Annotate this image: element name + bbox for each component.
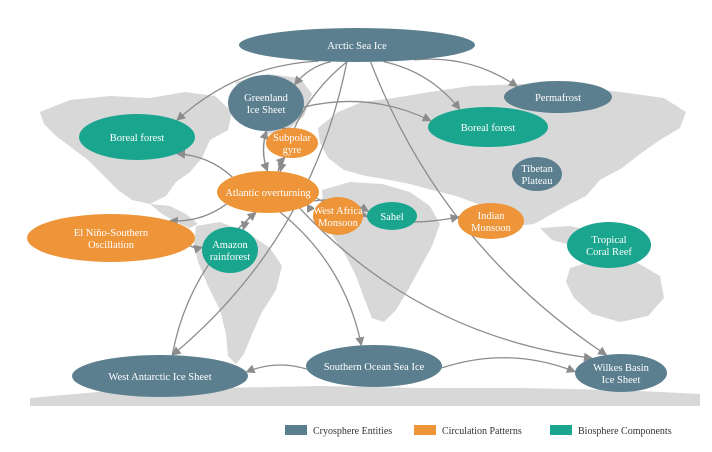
arrow-atlantic-overturning-to-subpolar-gyre — [275, 156, 286, 172]
arrow-arctic-sea-ice-to-boreal-forest-na — [176, 60, 319, 121]
node-tibetan-plateau-shape — [512, 157, 562, 191]
node-southern-ocean-sea-ice-label: Southern Ocean Sea Ice — [324, 362, 425, 373]
arrow-southern-ocean-sea-ice-to-west-antarctic-ice-sheet — [245, 364, 307, 374]
arrow-atlantic-overturning-to-west-africa-monsoon — [306, 203, 317, 213]
node-atlantic-overturning-shape — [217, 171, 319, 213]
node-tibetan-plateau-label: Tibetan — [521, 164, 553, 175]
node-indian-monsoon-label: Indian — [478, 211, 506, 222]
node-west-antarctic-ice-sheet-shape — [72, 355, 248, 397]
arrow-atlantic-overturning-to-southern-ocean-sea-ice — [279, 211, 365, 347]
node-subpolar-gyre-label: gyre — [283, 145, 302, 156]
node-amazon-rainforest-shape — [202, 227, 258, 273]
arrow-el-nino-to-amazon-rainforest — [189, 244, 204, 254]
node-boreal-forest-eurasia-label: Boreal forest — [461, 123, 516, 134]
arrow-arctic-sea-ice-to-permafrost — [414, 58, 519, 88]
legend-label-circulation: Circulation Patterns — [442, 426, 522, 437]
node-tropical-coral-reef-label: Tropical — [591, 235, 626, 246]
node-arctic-sea-ice: Arctic Sea Ice — [239, 28, 475, 62]
node-west-africa-monsoon-label: West Africa — [313, 206, 363, 217]
arrow-arctic-sea-ice-to-west-antarctic-ice-sheet — [171, 61, 348, 356]
node-atlantic-overturning-label: Atlantic overturning — [225, 188, 311, 199]
node-greenland-ice-sheet-label: Greenland — [244, 93, 288, 104]
node-el-nino-label: El Niño-Southern — [74, 228, 149, 239]
arrow-west-antarctic-ice-sheet-to-atlantic-overturning — [171, 211, 257, 356]
node-tibetan-plateau-label: Plateau — [522, 176, 554, 187]
node-greenland-ice-sheet-label: Ice Sheet — [247, 105, 286, 116]
node-tropical-coral-reef-label: Coral Reef — [586, 247, 632, 258]
node-permafrost-shape — [504, 81, 612, 113]
arrow-atlantic-overturning-to-wilkes-basin-ice-sheet — [299, 207, 594, 362]
node-sahel-label: Sahel — [380, 212, 403, 223]
arrow-southern-ocean-sea-ice-to-wilkes-basin-ice-sheet — [441, 357, 576, 373]
node-sahel-shape — [367, 202, 417, 230]
land-central-america — [150, 204, 198, 228]
node-west-africa-monsoon-shape — [313, 197, 363, 235]
legend-swatch-biosphere — [550, 425, 572, 435]
node-indian-monsoon-label: Monsoon — [471, 223, 511, 234]
node-west-africa-monsoon-label: Monsoon — [318, 218, 358, 229]
node-amazon-rainforest-label: rainforest — [210, 252, 250, 263]
node-boreal-forest-na-shape — [79, 114, 195, 160]
arrow-atlantic-overturning-to-boreal-forest-na — [175, 149, 233, 178]
node-arctic-sea-ice-shape — [239, 28, 475, 62]
arrow-arctic-sea-ice-to-greenland-ice-sheet — [294, 60, 332, 86]
node-el-nino-label: Oscillation — [88, 240, 135, 251]
node-west-antarctic-ice-sheet: West Antarctic Ice Sheet — [72, 355, 248, 397]
legend-label-biosphere: Biosphere Components — [578, 426, 672, 437]
node-wilkes-basin-ice-sheet-label: Wilkes Basin — [593, 363, 650, 374]
arrow-subpolar-gyre-to-greenland-ice-sheet — [281, 127, 292, 137]
node-arctic-sea-ice-label: Arctic Sea Ice — [327, 41, 387, 52]
node-sahel: Sahel — [367, 202, 417, 230]
arrow-greenland-ice-sheet-to-boreal-forest-eurasia — [303, 100, 432, 122]
node-boreal-forest-na: Boreal forest — [79, 114, 195, 160]
legend: Cryosphere Entities Circulation Patterns B… — [285, 425, 672, 437]
arrow-arctic-sea-ice-to-boreal-forest-eurasia — [383, 60, 461, 111]
node-indian-monsoon-shape — [458, 203, 524, 239]
land-europe-asia — [318, 84, 686, 226]
node-boreal-forest-eurasia: Boreal forest — [428, 107, 548, 147]
node-permafrost: Permafrost — [504, 81, 612, 113]
node-southern-ocean-sea-ice: Southern Ocean Sea Ice — [306, 345, 442, 387]
node-southern-ocean-sea-ice-shape — [306, 345, 442, 387]
node-greenland-ice-sheet-shape — [228, 75, 304, 131]
land-australia — [566, 258, 664, 322]
node-atlantic-overturning: Atlantic overturning — [217, 171, 319, 213]
node-subpolar-gyre-shape — [266, 128, 318, 158]
node-wilkes-basin-ice-sheet-shape — [575, 354, 667, 392]
node-west-antarctic-ice-sheet-label: West Antarctic Ice Sheet — [108, 372, 211, 383]
legend-swatch-cryosphere — [285, 425, 307, 435]
arrow-atlantic-overturning-to-el-nino — [168, 203, 227, 226]
node-boreal-forest-na-label: Boreal forest — [110, 133, 165, 144]
node-permafrost-label: Permafrost — [535, 93, 581, 104]
legend-swatch-circulation — [414, 425, 436, 435]
node-tropical-coral-reef-shape — [567, 222, 651, 268]
node-amazon-rainforest-label: Amazon — [212, 240, 248, 251]
node-el-nino-shape — [27, 214, 195, 262]
legend-label-cryosphere: Cryosphere Entities — [313, 426, 392, 437]
node-subpolar-gyre-label: Subpolar — [273, 133, 311, 144]
node-boreal-forest-eurasia-shape — [428, 107, 548, 147]
arrow-atlantic-overturning-to-greenland-ice-sheet — [259, 130, 269, 172]
node-wilkes-basin-ice-sheet-label: Ice Sheet — [602, 375, 641, 386]
